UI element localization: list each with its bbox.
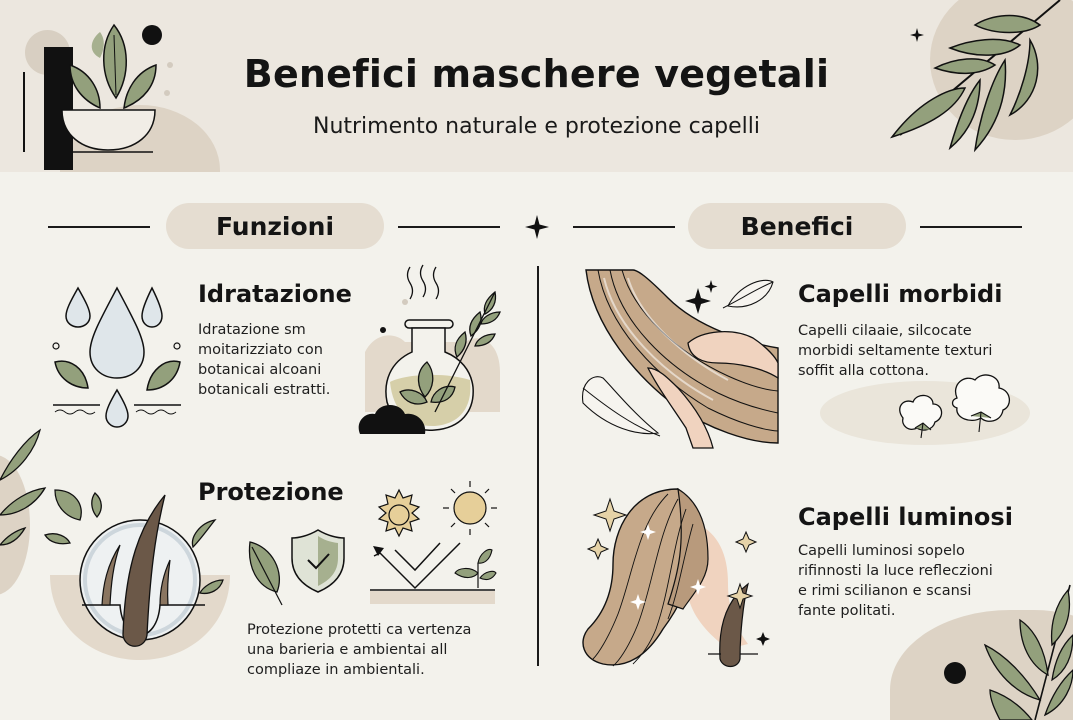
body-line: soffit alla cottona. xyxy=(798,363,929,379)
shiny-hair-woman-icon xyxy=(582,487,770,668)
body-line: fante politati. xyxy=(798,603,896,619)
hair-strands-hands-icon xyxy=(582,269,779,449)
leaf-icon xyxy=(248,541,283,606)
card-body-capelli-morbidi: Capelli cilaaie, silcocate morbidi selta… xyxy=(798,321,992,381)
body-line: morbidi seltamente texturi xyxy=(798,343,993,359)
section-label-benefici: Benefici xyxy=(688,203,906,249)
sparkle-icon xyxy=(910,28,924,42)
body-line: botanicai alcoani xyxy=(198,362,322,378)
card-body-capelli-luminosi: Capelli luminosi sopelo rifinnosti la lu… xyxy=(798,541,993,621)
divider-line xyxy=(48,226,150,228)
divider-line xyxy=(920,226,1022,228)
body-line: compliaze in ambientali. xyxy=(247,662,425,678)
leaf-sprig-icon xyxy=(983,584,1073,720)
divider-line xyxy=(398,226,500,228)
card-title-idratazione: Idratazione xyxy=(198,280,352,308)
olive-branch-icon xyxy=(889,0,1061,153)
body-line: rifinnosti la luce refleczioni xyxy=(798,563,993,579)
body-line: moitarizziato con xyxy=(198,342,323,358)
herbal-flask-icon xyxy=(358,264,501,434)
card-body-protezione: Protezione protetti ca vertenza una bari… xyxy=(247,620,471,680)
body-line: e rimi scilianon e scansi xyxy=(798,583,972,599)
hair-follicle-icon xyxy=(44,489,230,660)
body-line: una barieria e ambientai all xyxy=(247,642,448,658)
card-title-capelli-luminosi: Capelli luminosi xyxy=(798,503,1013,531)
section-label-funzioni: Funzioni xyxy=(166,203,384,249)
column-divider xyxy=(537,266,539,666)
body-line: Idratazione sm xyxy=(198,322,306,338)
body-line: Protezione protetti ca vertenza xyxy=(247,622,472,638)
page-subtitle: Nutrimento naturale e protezione capelli xyxy=(312,114,760,139)
water-drops-icon xyxy=(52,286,181,428)
sun-reflection-icon xyxy=(370,481,497,604)
page-title: Benefici maschere vegetali xyxy=(243,52,830,96)
body-line: Capelli cilaaie, silcocate xyxy=(798,323,972,339)
dot-icon xyxy=(944,662,966,684)
divider-line xyxy=(573,226,675,228)
header-band: Benefici maschere vegetali Nutrimento na… xyxy=(0,0,1073,172)
sparkle-icon xyxy=(525,215,549,239)
shield-check-icon xyxy=(291,529,345,593)
card-title-capelli-morbidi: Capelli morbidi xyxy=(798,280,1003,308)
body-line: Capelli luminosi sopelo xyxy=(798,543,965,559)
card-title-protezione: Protezione xyxy=(198,478,344,506)
body-line: botanicali estratti. xyxy=(198,382,331,398)
cotton-icon xyxy=(820,374,1030,445)
leaf-sprig-icon xyxy=(0,428,47,546)
card-body-idratazione: Idratazione sm moitarizziato con botanic… xyxy=(198,320,330,400)
plant-bowl-icon xyxy=(23,23,173,170)
